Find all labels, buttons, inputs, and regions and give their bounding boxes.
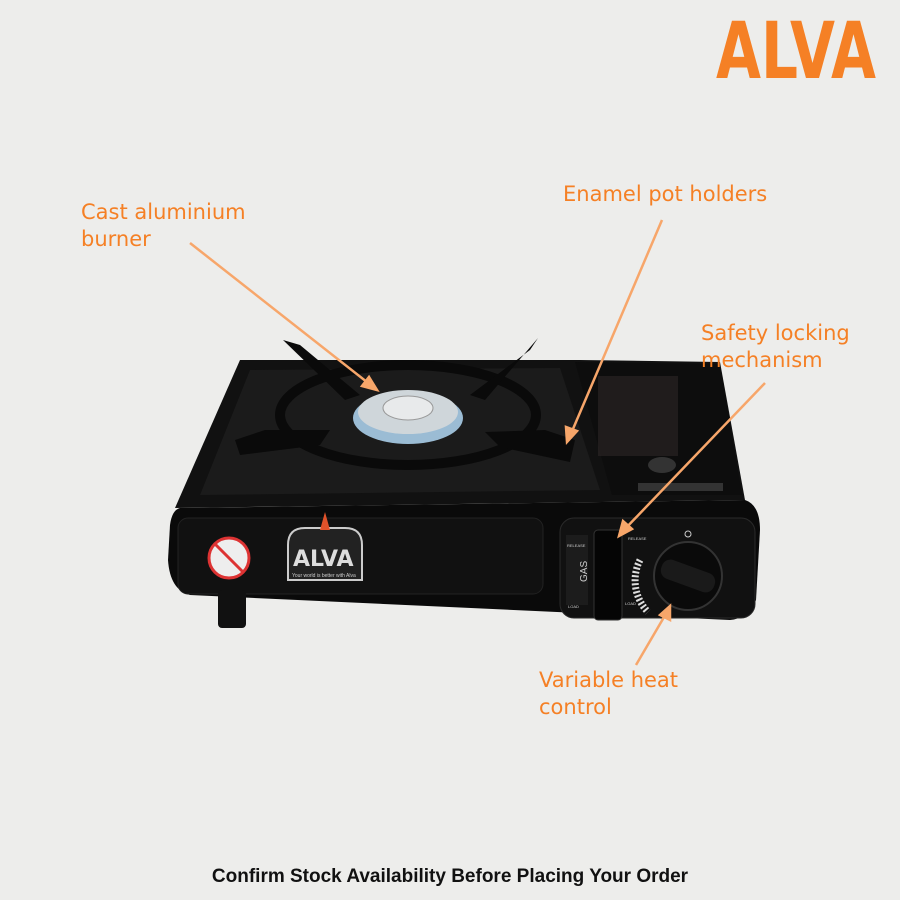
warning-labels [598,376,678,456]
heat-scale [631,558,651,615]
safety-lock-lever[interactable] [593,529,623,621]
svg-text:ALVA: ALVA [293,547,354,572]
pot-holder [283,340,360,400]
callout-safety-lock: Safety locking mechanism [701,320,850,374]
callout-line-text: mechanism [701,348,823,372]
svg-text:LOAD: LOAD [568,604,579,609]
callout-line-text: Variable heat [539,668,679,692]
gas-lock-label [566,535,588,605]
svg-text:GAS: GAS [579,561,590,582]
heat-control-callout-line [634,611,669,666]
stove-foot [218,590,246,628]
svg-text:Your world is better with Alva: Your world is better with Alva [292,573,356,579]
callout-line-text: burner [81,227,151,251]
pot-holder [235,430,330,455]
pot-holder [470,338,538,400]
alva-badge: ALVA Your world is better with Alva [287,512,363,581]
callout-line-text: Enamel pot holders [563,182,768,206]
callout-line-text: Cast aluminium [81,200,246,224]
callout-pot-holders: Enamel pot holders [563,181,767,208]
pot-holder-ring [275,360,541,470]
pot-holder-callout-line [568,219,664,437]
pot-holder [485,430,575,462]
callout-heat-control: Variable heat control [539,667,678,721]
callout-line-text: Safety locking [701,321,850,345]
svg-text:ALVA: ALVA [716,10,876,84]
alva-logo: ALVA [716,10,876,84]
svg-text:LOAD: LOAD [625,601,636,606]
svg-text:RELEASE: RELEASE [567,543,586,548]
safety-lock-callout-line [623,382,766,531]
burner-callout-line [189,242,373,387]
callout-burner: Cast aluminium burner [81,199,246,253]
stock-notice: Confirm Stock Availability Before Placin… [211,866,689,887]
svg-text:RELEASE: RELEASE [628,536,647,541]
callout-line-text: control [539,695,612,719]
ignition-hole [648,457,676,473]
